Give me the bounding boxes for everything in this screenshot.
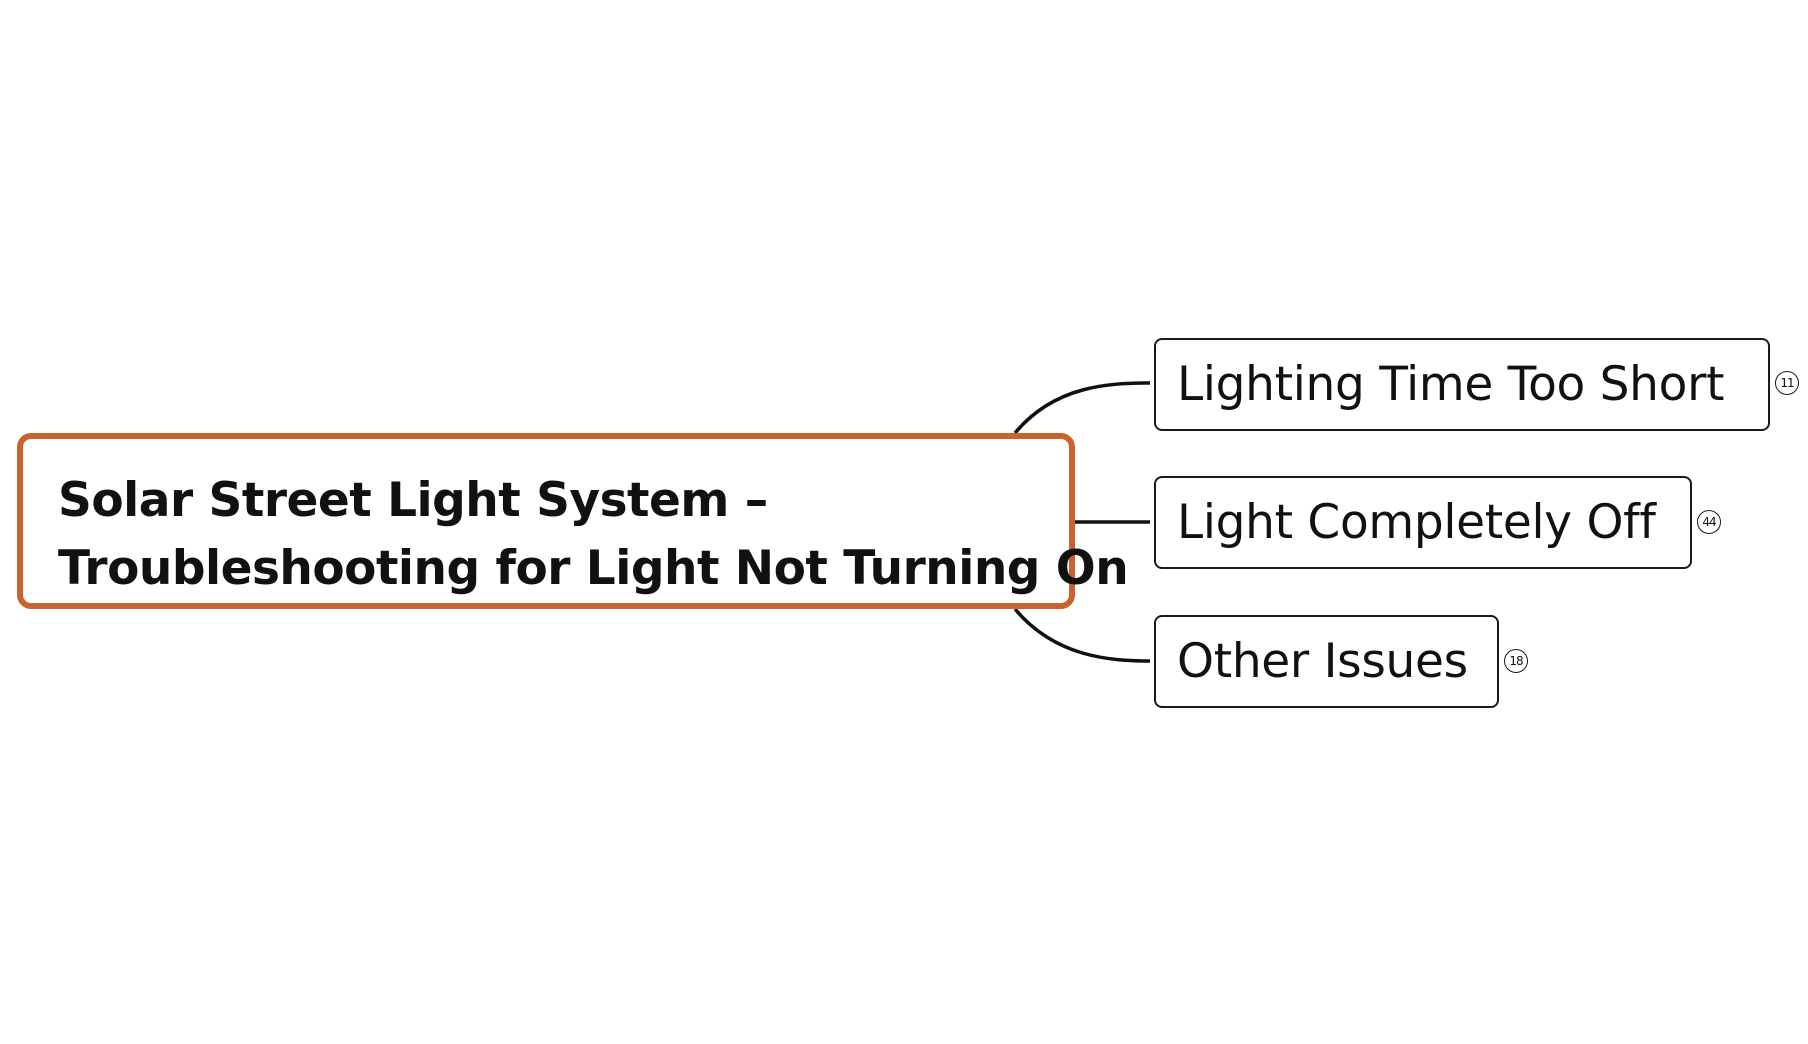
- connector-branch-3: [1013, 607, 1151, 663]
- central-topic-title-line-1: Solar Street Light System –: [58, 473, 768, 528]
- connector-branch-1: [1013, 381, 1151, 435]
- subtopic-count-badge[interactable]: 18: [1504, 649, 1528, 673]
- branch-node-lighting-time-too-short[interactable]: Lighting Time Too Short: [1154, 338, 1770, 431]
- subtopic-count-badge[interactable]: 44: [1697, 510, 1721, 534]
- central-topic-title-line-2: Troubleshooting for Light Not Turning On: [58, 541, 1129, 596]
- branch-node-light-completely-off[interactable]: Light Completely Off: [1154, 476, 1692, 569]
- subtopic-count-badge[interactable]: 11: [1775, 371, 1799, 395]
- branch-label: Other Issues: [1177, 634, 1468, 689]
- branch-label: Lighting Time Too Short: [1177, 357, 1725, 412]
- central-topic[interactable]: Solar Street Light System – Troubleshoot…: [17, 433, 1129, 609]
- branch-node-other-issues[interactable]: Other Issues: [1154, 615, 1499, 708]
- branch-label: Light Completely Off: [1177, 495, 1656, 550]
